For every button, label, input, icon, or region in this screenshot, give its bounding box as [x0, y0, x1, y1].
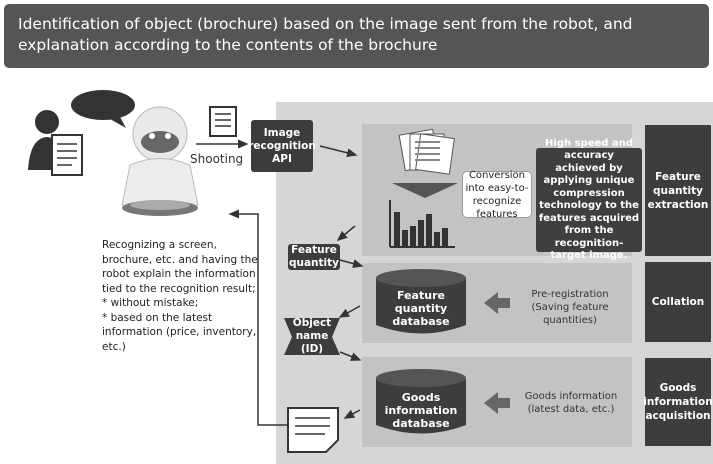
- arrow-icon: [484, 292, 510, 314]
- brochure-stack-icon: [398, 128, 455, 175]
- robot-icon: [121, 106, 199, 216]
- person-icon: [28, 110, 83, 176]
- description-intro: Recognizing a screen, brochure, etc. and…: [102, 239, 258, 295]
- speech-bubble-icon: [71, 90, 135, 128]
- goods-information-database-label: Goods information database: [384, 390, 458, 430]
- api-arrow-icon: [319, 145, 358, 158]
- pre-registration-text: Pre-registration (Saving feature quantit…: [531, 289, 609, 326]
- arrow-icon: [484, 392, 510, 414]
- image-recognition-api-box: Image recognition API: [248, 120, 316, 172]
- camera-document-icon: [209, 106, 237, 137]
- conversion-box: Conversion into easy-to-recognize featur…: [462, 170, 532, 220]
- side-label-extraction: Feature quantity extraction: [645, 125, 711, 256]
- database-icon: [376, 369, 466, 434]
- shooting-label: Shooting: [190, 152, 244, 166]
- page-title: Identification of object (brochure) base…: [18, 15, 633, 54]
- feature-quantity-label: Feature quantity: [288, 244, 340, 270]
- title-bar: Identification of object (brochure) base…: [4, 4, 709, 68]
- object-name-shape: [284, 318, 340, 355]
- document-icon: [287, 407, 339, 453]
- feature-quantity-database-label: Feature quantity database: [392, 288, 450, 328]
- object-name-label: Object name (ID): [292, 316, 332, 355]
- description-bullet-1: * without mistake;: [102, 297, 199, 309]
- goods-information-text: Goods information (latest data, etc.): [524, 391, 618, 415]
- bar-chart-icon: [389, 200, 455, 248]
- left-description: Recognizing a screen, brochure, etc. and…: [102, 238, 262, 354]
- side-label-acquisition: Goods information acquisition: [643, 358, 713, 446]
- compression-box: High speed and accuracy achieved by appl…: [536, 138, 642, 261]
- return-arrow-icon: [228, 209, 288, 426]
- side-label-collation: Collation: [645, 262, 711, 342]
- down-arrow-icon: [392, 183, 458, 198]
- database-icon: [376, 269, 466, 334]
- description-bullet-2: * based on the latest information (price…: [102, 311, 257, 353]
